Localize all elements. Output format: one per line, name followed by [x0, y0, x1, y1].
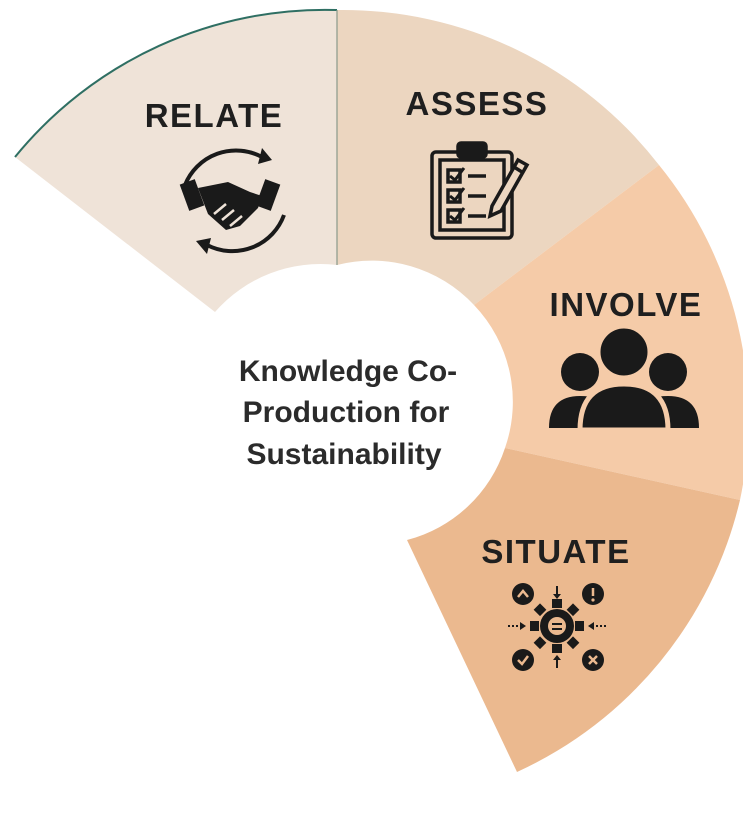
- center-title-line-3: Sustainability: [246, 438, 441, 471]
- center-title-line-1: Knowledge Co-: [239, 355, 457, 388]
- clipboard-checklist-icon: [430, 141, 530, 240]
- group-people-icon: [549, 323, 699, 433]
- center-hole: [220, 265, 500, 545]
- center-title-line-2: Production for: [243, 396, 450, 429]
- segment-label-relate: RELATE: [145, 97, 284, 134]
- handshake-cycle-icon: [179, 148, 286, 254]
- segment-label-situate: SITUATE: [481, 533, 630, 570]
- segment-assess: [337, 9, 659, 305]
- segment-label-assess: ASSESS: [406, 85, 549, 122]
- context-gear-icon: [508, 583, 606, 671]
- segment-relate: [15, 9, 337, 313]
- segment-label-involve: INVOLVE: [550, 286, 703, 323]
- ring-edge: [14, 8, 338, 158]
